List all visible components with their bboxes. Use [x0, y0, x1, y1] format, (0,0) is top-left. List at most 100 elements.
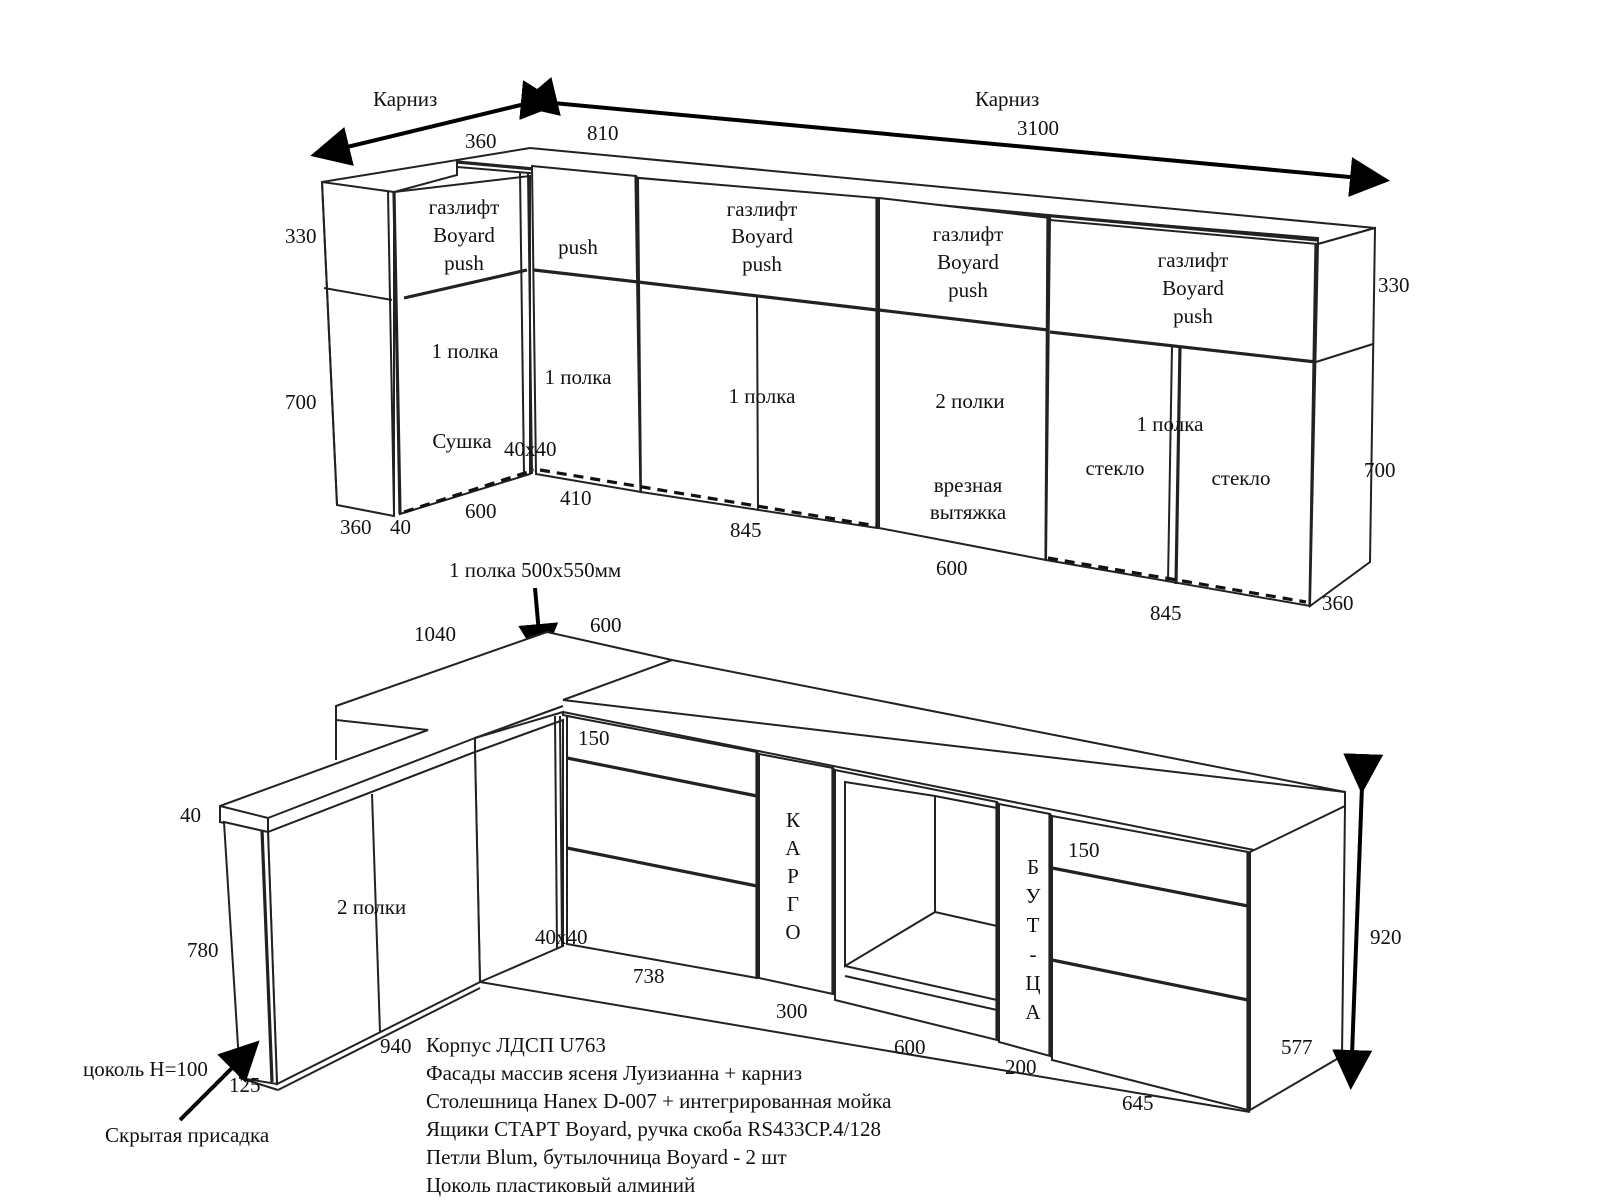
- c5-push: push: [1173, 304, 1213, 328]
- dim-700-left: 700: [285, 390, 317, 414]
- spec-line: Корпус ЛДСП U763: [426, 1033, 606, 1057]
- c1-dryer: Сушка: [432, 429, 492, 453]
- dim-40: 40: [390, 515, 411, 539]
- dim-1040: 1040: [414, 622, 456, 646]
- bottle-label: Б У Т - Ц А: [1025, 855, 1041, 1024]
- c4-push: push: [948, 278, 988, 302]
- c5-glass-right: стекло: [1211, 466, 1270, 490]
- c3-gaslift: газлифт: [727, 197, 798, 221]
- c4-boyard: Boyard: [937, 250, 999, 274]
- dim-150-b: 150: [1068, 838, 1100, 862]
- cargo-letter: Р: [787, 864, 799, 888]
- dim-40x40-lower: 40x40: [535, 925, 588, 949]
- bottle-letter: Б: [1027, 855, 1039, 879]
- bottle-letter: Ц: [1025, 971, 1040, 995]
- plinth-label: цоколь Н=100: [83, 1057, 208, 1081]
- dim-940: 940: [380, 1034, 412, 1058]
- bottle-letter: -: [1030, 942, 1037, 966]
- upper-cabinet-1: [387, 171, 533, 516]
- cargo-letter: А: [785, 836, 801, 860]
- c1-shelf: 1 полка: [432, 339, 500, 363]
- c4-shelves: 2 полки: [935, 389, 1004, 413]
- cornice-left-arrow: [310, 77, 561, 166]
- dim-150-a: 150: [578, 726, 610, 750]
- spec-line: Цоколь пластиковый алминий: [426, 1173, 695, 1197]
- cargo-letter: К: [786, 808, 801, 832]
- dim-40x40-upper: 40x40: [504, 437, 557, 461]
- cargo-letter: Г: [787, 892, 799, 916]
- spec-line: Столешница Hanex D-007 + интегрированная…: [426, 1089, 892, 1113]
- hidden-fitting-arrow: [178, 1040, 260, 1122]
- spec-line: Фасады массив ясеня Луизианна + карниз: [426, 1061, 802, 1085]
- dim-3100: 3100: [1017, 116, 1059, 140]
- lower-cabinets: [178, 587, 1384, 1122]
- c5-gaslift: газлифт: [1158, 248, 1229, 272]
- upper-labels: Карниз Карниз 360 810 3100 330 700 360 4…: [285, 87, 1410, 625]
- dim-577: 577: [1281, 1035, 1313, 1059]
- dim-360-bottom: 360: [340, 515, 372, 539]
- dim-360-top: 360: [465, 129, 497, 153]
- c3-shelf: 1 полка: [729, 384, 797, 408]
- bottle-letter: У: [1026, 884, 1041, 908]
- c4-hood-line2: вытяжка: [930, 500, 1007, 524]
- dim-738: 738: [633, 964, 665, 988]
- c4-hood-line1: врезная: [934, 473, 1003, 497]
- spec-line: Ящики СТАРТ Boyard, ручка скоба RS433CP.…: [426, 1117, 881, 1141]
- bottle-letter: А: [1025, 1000, 1041, 1024]
- lower-labels: 1 полка 500х550мм 1040 600 40 780 125 94…: [83, 558, 1402, 1147]
- dim-845-a: 845: [730, 518, 762, 542]
- dim-360-right: 360: [1322, 591, 1354, 615]
- shelf-note: 1 полка 500х550мм: [449, 558, 621, 582]
- c5-glass-left: стекло: [1085, 456, 1144, 480]
- cargo-label: К А Р Г О: [785, 808, 801, 944]
- countertop: [219, 630, 1346, 868]
- cornice-right-arrow: [519, 80, 1390, 197]
- height-920-arrow: [1332, 753, 1384, 1090]
- dim-780: 780: [187, 938, 219, 962]
- lower-oven-unit: [834, 768, 999, 1042]
- c4-gaslift: газлифт: [933, 222, 1004, 246]
- dim-40-lower: 40: [180, 803, 201, 827]
- dim-920: 920: [1370, 925, 1402, 949]
- c1-boyard: Boyard: [433, 223, 495, 247]
- dim-300: 300: [776, 999, 808, 1023]
- c1-push: push: [444, 251, 484, 275]
- c3-boyard: Boyard: [731, 224, 793, 248]
- lower-bottle-unit: [998, 802, 1052, 1058]
- dim-700-right: 700: [1364, 458, 1396, 482]
- cornice-left-label: Карниз: [373, 87, 437, 111]
- spec-line: Петли Blum, бутылочница Boyard - 2 шт: [426, 1145, 787, 1169]
- dim-600: 600: [465, 499, 497, 523]
- upper-cabinets: [310, 77, 1390, 609]
- c2-push: push: [558, 235, 598, 259]
- dim-845-b: 845: [1150, 601, 1182, 625]
- dim-410: 410: [560, 486, 592, 510]
- upper-cabinet-5: [1044, 218, 1377, 609]
- lower-sink-unit: [1051, 804, 1347, 1112]
- c3-push: push: [742, 252, 782, 276]
- lower-drawer-unit: [566, 714, 759, 980]
- peninsula-shelves: 2 полки: [337, 895, 406, 919]
- dim-600-oven: 600: [894, 1035, 926, 1059]
- c5-boyard: Boyard: [1162, 276, 1224, 300]
- hidden-fitting-label: Скрытая присадка: [105, 1123, 270, 1147]
- dim-645: 645: [1122, 1091, 1154, 1115]
- dim-125: 125: [229, 1073, 261, 1097]
- c2-shelf: 1 полка: [545, 365, 613, 389]
- dim-810: 810: [587, 121, 619, 145]
- dim-200: 200: [1005, 1055, 1037, 1079]
- dim-330-right: 330: [1378, 273, 1410, 297]
- upper-cabinet-3: [636, 176, 879, 530]
- cargo-letter: О: [785, 920, 800, 944]
- dim-330-left: 330: [285, 224, 317, 248]
- bottle-letter: Т: [1027, 913, 1040, 937]
- cornice-right-label: Карниз: [975, 87, 1039, 111]
- dim-600-b: 600: [936, 556, 968, 580]
- c5-shelf: 1 полка: [1137, 412, 1205, 436]
- dim-600-top: 600: [590, 613, 622, 637]
- specifications: Корпус ЛДСП U763 Фасады массив ясеня Луи…: [426, 1033, 892, 1197]
- lower-cargo-unit: [758, 752, 835, 996]
- c1-gaslift: газлифт: [429, 195, 500, 219]
- lower-peninsula: [222, 750, 482, 1091]
